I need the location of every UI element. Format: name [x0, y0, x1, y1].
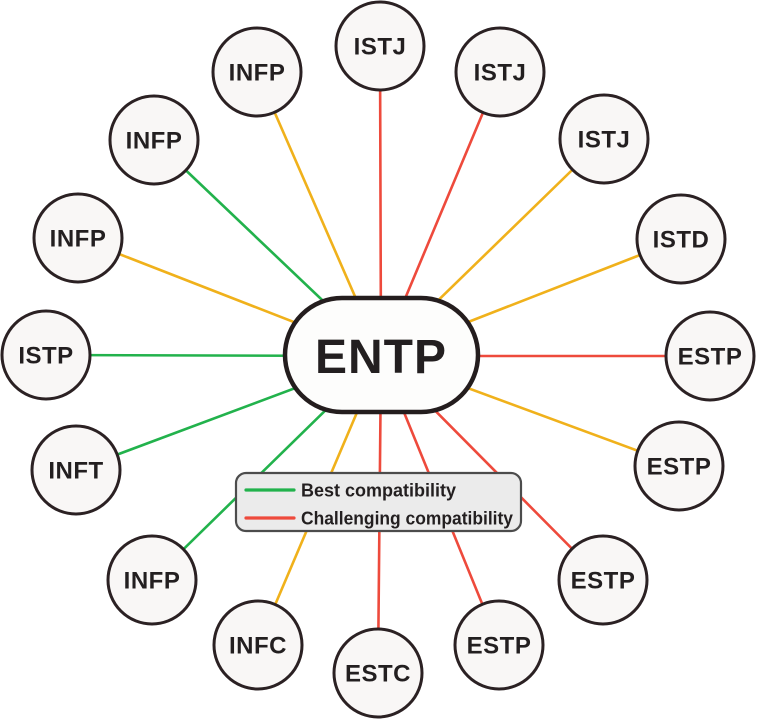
type-node: INFC [212, 599, 304, 691]
type-node-circle [664, 310, 756, 402]
type-node-label: INFP [50, 225, 107, 252]
type-node-label: ISTD [653, 226, 710, 253]
type-node-label: ISTP [18, 342, 73, 369]
type-node-label: INFP [126, 127, 183, 154]
legend-box [234, 471, 523, 533]
type-node: ISTJ [334, 0, 426, 92]
type-node-label: ESTP [467, 632, 532, 659]
type-node: INFP [108, 94, 200, 186]
type-node-label: INFP [124, 567, 181, 594]
legend-label-challenging: Challenging compatibility [301, 508, 513, 528]
type-node: INFP [211, 26, 303, 118]
type-node: ESTP [664, 310, 756, 402]
type-node-circle [334, 0, 426, 92]
type-node: ISTJ [454, 26, 546, 118]
type-node: ISTJ [558, 93, 650, 185]
type-node-circle [332, 627, 424, 719]
type-node-label: INFP [229, 59, 286, 86]
type-node: ISTD [635, 193, 727, 285]
type-node: INFP [106, 534, 198, 626]
type-node: ESTP [453, 599, 545, 691]
type-node-label: ESTP [647, 453, 712, 480]
type-node-label: ISTJ [578, 126, 631, 153]
type-node: ISTP [0, 309, 92, 401]
type-node-circle [108, 94, 200, 186]
legend: Best compatibility Challenging compatibi… [234, 471, 523, 533]
legend-label-best: Best compatibility [301, 480, 456, 500]
type-node-label: ESTP [678, 343, 743, 370]
type-node-label: ISTJ [474, 59, 527, 86]
type-node-circle [633, 420, 725, 512]
center-node-shape [282, 295, 481, 415]
type-node-circle [106, 534, 198, 626]
type-node-circle [557, 534, 649, 626]
type-node-circle [30, 424, 122, 516]
type-node: ESTC [332, 627, 424, 719]
center-node: ENTP [282, 295, 481, 415]
type-node-circle [558, 93, 650, 185]
type-node-circle [0, 309, 92, 401]
type-node-circle [635, 193, 727, 285]
type-node: INFT [30, 424, 122, 516]
type-node-circle [32, 192, 124, 284]
type-node: ESTP [633, 420, 725, 512]
type-node-circle [212, 599, 304, 691]
type-node-label: INFT [48, 457, 103, 484]
type-node-circle [453, 599, 545, 691]
center-node-label: ENTP [315, 331, 447, 384]
type-node-label: ESTC [345, 660, 411, 687]
type-node-label: ISTJ [354, 33, 407, 60]
type-node-circle [211, 26, 303, 118]
type-node: ESTP [557, 534, 649, 626]
type-node-label: INFC [229, 632, 287, 659]
type-node-label: ESTP [571, 567, 636, 594]
type-node-circle [454, 26, 546, 118]
type-node: INFP [32, 192, 124, 284]
